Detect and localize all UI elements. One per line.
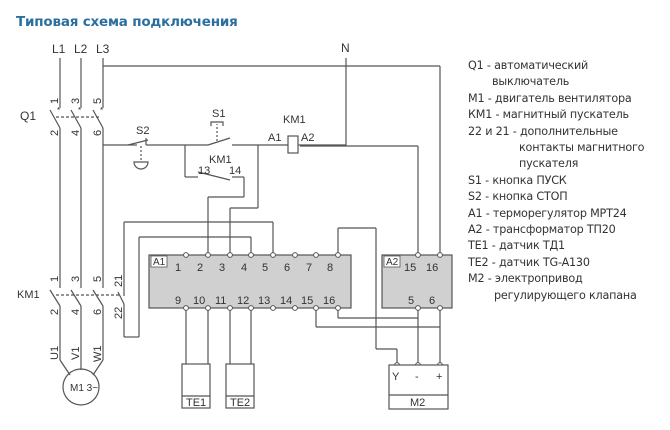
te2-sensor <box>225 363 255 409</box>
te2-label: TE2 <box>230 397 250 409</box>
label-a2-terminal: A2 <box>301 132 314 144</box>
legend-item: КМ1 - магнитный пускатель <box>468 108 629 122</box>
s1-contact <box>207 137 231 146</box>
label-km1-14: 14 <box>229 165 241 177</box>
a1-term: 15 <box>301 295 313 307</box>
a1-term: 12 <box>237 295 249 307</box>
label-neutral: N <box>341 41 350 55</box>
legend-item: TE1 - датчик ТД1 <box>468 239 565 253</box>
te1-sensor <box>181 363 211 409</box>
legend: Q1 - автоматический выключатель M1 - дви… <box>468 58 645 304</box>
svg-text:*: * <box>100 106 103 115</box>
a2-block-label: A2 <box>386 257 399 268</box>
q1-switch-3 <box>92 109 104 129</box>
label-l3: L3 <box>96 42 110 56</box>
label-l1: L1 <box>52 42 66 56</box>
km1-term-2: 2 <box>49 309 61 315</box>
m2-actuator <box>388 364 449 410</box>
a1-term: 13 <box>258 295 270 307</box>
q1-switch-1 <box>49 109 61 129</box>
q1-term-3: 3 <box>70 98 82 104</box>
svg-text:*: * <box>57 106 60 115</box>
legend-item: контакты магнитного <box>519 141 645 155</box>
motor-label: M1 3~ <box>70 383 98 394</box>
s2-contact <box>127 139 149 146</box>
label-a1-terminal: A1 <box>268 132 281 144</box>
a1-term: 8 <box>327 262 333 274</box>
km1-term-22: 22 <box>113 307 125 319</box>
km1-main-contact-1 <box>49 289 61 307</box>
a1-term: 4 <box>241 262 247 274</box>
q1-term-4: 4 <box>70 130 82 136</box>
a2-term: 5 <box>408 295 414 307</box>
km1-coil <box>287 135 299 154</box>
legend-item: TE2 - датчик TG-A130 <box>468 255 590 269</box>
km1-aux-contact <box>197 171 231 181</box>
a1-term: 1 <box>175 262 181 274</box>
a1-term: 7 <box>306 262 312 274</box>
motor-m1 <box>62 368 100 406</box>
motor-term-v1: V1 <box>70 347 82 360</box>
q1-term-6: 6 <box>92 130 104 136</box>
label-l2: L2 <box>74 42 88 56</box>
legend-item: A1 - терморегулятор MPT24 <box>468 206 627 220</box>
a1-term: 3 <box>219 262 225 274</box>
motor-term-u1: U1 <box>49 346 61 360</box>
m2-term-minus: - <box>415 371 419 383</box>
km1-main-contact-2 <box>70 289 82 307</box>
km1-term-1: 1 <box>49 276 61 282</box>
label-s2: S2 <box>136 125 149 137</box>
svg-text:*: * <box>78 106 81 115</box>
km1-term-21: 21 <box>113 275 125 287</box>
m2-label: M2 <box>410 397 425 409</box>
legend-item: M1 - двигатель вентилятора <box>468 91 632 105</box>
legend-item: S1 - кнопка ПУСК <box>468 173 567 187</box>
q1-switch-2 <box>70 109 82 129</box>
motor-term-w1: W1 <box>92 346 104 363</box>
a1-term: 11 <box>215 295 226 307</box>
a2-term: 6 <box>429 295 435 307</box>
legend-item: пускателя <box>519 157 579 171</box>
s1-button-head <box>210 121 224 126</box>
a1-term: 2 <box>197 262 203 274</box>
legend-item: M2 - электропривод <box>468 272 583 286</box>
a1-block-label: A1 <box>153 257 166 268</box>
label-q1: Q1 <box>20 109 36 123</box>
a1-term: 5 <box>262 262 268 274</box>
legend-item: Q1 - автоматический <box>468 59 589 72</box>
q1-term-2: 2 <box>49 130 61 136</box>
km1-term-4: 4 <box>70 309 82 315</box>
diagram-title: Типовая схема подключения <box>16 14 238 30</box>
label-km1-aux: KM1 <box>209 154 232 166</box>
km1-main-contact-3 <box>92 289 104 307</box>
m2-term-plus: + <box>436 371 442 383</box>
a1-term: 14 <box>280 295 292 307</box>
a1-term: 6 <box>284 262 290 274</box>
label-km1-coil: KM1 <box>283 114 306 126</box>
label-km1-main: KM1 <box>17 289 40 301</box>
a1-block <box>148 254 352 309</box>
legend-item: регулирующего клапана <box>494 288 637 302</box>
a1-term: 10 <box>193 295 205 307</box>
te1-label: TE1 <box>186 397 206 409</box>
label-s1: S1 <box>212 108 225 120</box>
km1-term-5: 5 <box>92 276 104 282</box>
km1-aux-nc-contact <box>117 291 125 305</box>
s2-mushroom-head <box>133 161 149 170</box>
km1-term-3: 3 <box>70 276 82 282</box>
a2-term: 15 <box>404 262 416 274</box>
a1-term: 16 <box>323 295 335 307</box>
km1-term-6: 6 <box>92 309 104 315</box>
label-km1-13: 13 <box>198 165 210 177</box>
legend-item: выключатель <box>492 75 570 89</box>
a1-term: 9 <box>175 295 181 307</box>
legend-item: A2 - трансформатор ТП20 <box>468 223 616 237</box>
legend-item: S2 - кнопка СТОП <box>468 190 568 204</box>
q1-term-1: 1 <box>49 98 61 104</box>
a2-term: 16 <box>426 262 438 274</box>
q1-term-5: 5 <box>92 98 104 104</box>
m2-term-y: Y <box>392 371 400 383</box>
legend-item: 22 и 21 - дополнительные <box>468 124 618 138</box>
